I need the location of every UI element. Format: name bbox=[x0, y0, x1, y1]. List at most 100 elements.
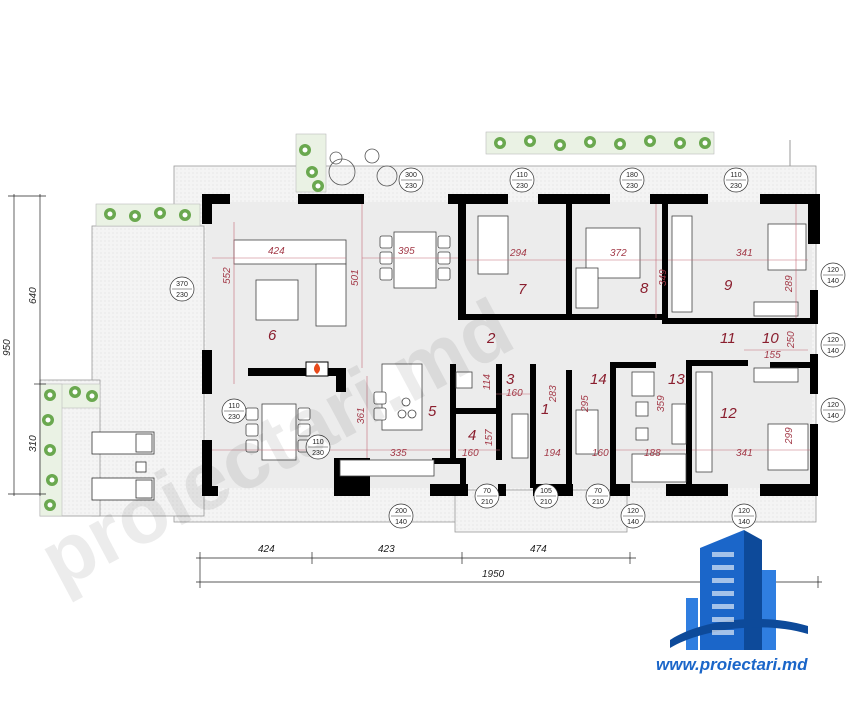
room-10: 10 bbox=[762, 330, 779, 347]
website-url[interactable]: www.proiectari.md bbox=[656, 655, 808, 674]
plant-icon-center bbox=[47, 502, 53, 508]
plant-icon-center bbox=[72, 389, 78, 395]
dim-335: 335 bbox=[390, 448, 407, 459]
fire-icon bbox=[313, 363, 321, 374]
logo-windows bbox=[712, 552, 734, 635]
dim-188: 188 bbox=[644, 448, 661, 459]
plant-icon-center bbox=[182, 212, 188, 218]
plant-icon-center bbox=[587, 139, 593, 145]
room-11: 11 bbox=[720, 330, 736, 347]
svg-text:210: 210 bbox=[592, 499, 604, 506]
chair bbox=[297, 423, 311, 437]
room-dimension-lines bbox=[212, 204, 810, 458]
room-12: 12 bbox=[720, 405, 737, 422]
chair bbox=[379, 235, 393, 249]
garden-furniture bbox=[328, 148, 398, 187]
dim-294: 294 bbox=[509, 248, 527, 259]
dim-160-c: 160 bbox=[592, 448, 609, 459]
dim-289: 289 bbox=[784, 275, 795, 293]
svg-text:110: 110 bbox=[228, 403, 239, 410]
chair bbox=[437, 267, 451, 281]
overall-dim-474: 474 bbox=[530, 544, 547, 555]
plant-icon-center bbox=[45, 417, 51, 423]
dim-250: 250 bbox=[786, 331, 797, 349]
chair bbox=[297, 407, 311, 421]
overall-dim-423: 423 bbox=[378, 544, 395, 555]
opening-marker: 120 140 bbox=[820, 397, 846, 423]
svg-text:120: 120 bbox=[827, 402, 839, 409]
opening-marker: 120 140 bbox=[731, 503, 757, 529]
dim-359: 359 bbox=[656, 395, 667, 412]
dim-552: 552 bbox=[222, 267, 233, 284]
svg-text:120: 120 bbox=[738, 508, 750, 515]
room-4: 4 bbox=[468, 427, 476, 444]
opening-marker: 200 140 bbox=[388, 503, 414, 529]
logo-window bbox=[712, 552, 734, 557]
overall-dim-424: 424 bbox=[258, 544, 275, 555]
svg-text:140: 140 bbox=[827, 413, 839, 420]
overall-dim-950: 950 bbox=[2, 339, 13, 356]
dim-501: 501 bbox=[350, 269, 361, 286]
svg-text:140: 140 bbox=[627, 519, 639, 526]
dim-157: 157 bbox=[484, 429, 495, 446]
svg-text:110: 110 bbox=[516, 172, 527, 179]
svg-text:200: 200 bbox=[395, 508, 407, 515]
dim-349: 349 bbox=[658, 269, 669, 286]
overall-dimensions: 424 423 474 1950 950 640 310 bbox=[2, 287, 547, 580]
svg-text:120: 120 bbox=[827, 337, 839, 344]
room-labels: 1 2 3 4 5 6 7 8 9 10 11 12 13 14 bbox=[268, 277, 779, 444]
room-7: 7 bbox=[518, 281, 527, 298]
svg-text:140: 140 bbox=[395, 519, 407, 526]
logo-window bbox=[712, 578, 734, 583]
chair bbox=[373, 391, 387, 405]
room-2: 2 bbox=[486, 330, 496, 347]
room-14: 14 bbox=[590, 371, 607, 388]
room-3: 3 bbox=[506, 371, 515, 388]
dim-114: 114 bbox=[482, 374, 493, 390]
plant-icon-center bbox=[49, 477, 55, 483]
svg-text:230: 230 bbox=[312, 450, 324, 457]
dim-155: 155 bbox=[764, 350, 781, 361]
room-dimensions: 424 552 501 395 294 372 341 349 289 250 … bbox=[222, 246, 797, 459]
dim-160-a: 160 bbox=[506, 388, 523, 399]
room-9: 9 bbox=[724, 277, 733, 294]
plant-icon-center bbox=[497, 140, 503, 146]
svg-text:370: 370 bbox=[176, 281, 188, 288]
svg-text:230: 230 bbox=[228, 414, 240, 421]
plant-icon-center bbox=[647, 138, 653, 144]
svg-text:210: 210 bbox=[540, 499, 552, 506]
svg-text:140: 140 bbox=[738, 519, 750, 526]
svg-text:230: 230 bbox=[405, 183, 417, 190]
opening-marker: 110 230 bbox=[723, 167, 749, 193]
logo-icon bbox=[670, 530, 808, 650]
opening-marker: 110 230 bbox=[221, 398, 247, 424]
plant-icon-center bbox=[47, 392, 53, 398]
svg-text:140: 140 bbox=[827, 348, 839, 355]
dim-341-top: 341 bbox=[736, 248, 753, 259]
chair bbox=[379, 267, 393, 281]
plant-icon-center bbox=[527, 138, 533, 144]
plant-icon-center bbox=[309, 169, 315, 175]
svg-text:110: 110 bbox=[730, 172, 741, 179]
plant-icon-center bbox=[302, 147, 308, 153]
chair bbox=[245, 439, 259, 453]
svg-text:70: 70 bbox=[483, 488, 491, 495]
svg-text:180: 180 bbox=[626, 172, 638, 179]
dim-283: 283 bbox=[548, 385, 559, 403]
plant-icon-center bbox=[617, 141, 623, 147]
plant-icon-center bbox=[315, 183, 321, 189]
plant-icon-center bbox=[47, 447, 53, 453]
dim-341-bottom: 341 bbox=[736, 448, 753, 459]
svg-text:230: 230 bbox=[730, 183, 742, 190]
chairs bbox=[245, 235, 451, 453]
opening-marker: 120 140 bbox=[820, 332, 846, 358]
room-13: 13 bbox=[668, 371, 685, 388]
chair bbox=[245, 423, 259, 437]
